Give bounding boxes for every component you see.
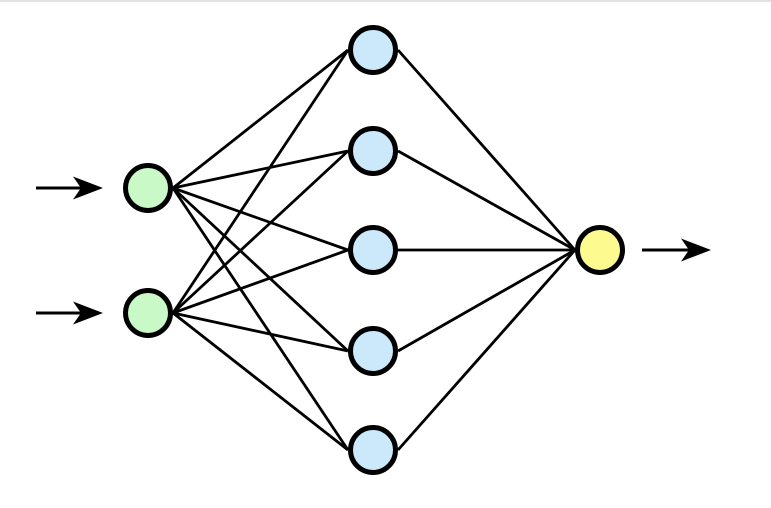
input-arrow-2 bbox=[36, 301, 103, 325]
top-border bbox=[0, 0, 771, 2]
edge-in1-h1 bbox=[172, 48, 349, 190]
edge-h1-out1 bbox=[396, 49, 577, 251]
edge-h2-out1 bbox=[397, 149, 576, 252]
edge-in2-h3 bbox=[172, 248, 349, 315]
edge-in1-h3 bbox=[172, 186, 349, 252]
hidden-node-3 bbox=[348, 225, 398, 275]
edge-h5-out1 bbox=[396, 249, 577, 451]
edge-in1-h2 bbox=[172, 149, 349, 190]
edge-in2-h1 bbox=[171, 49, 350, 314]
output-node-1 bbox=[575, 225, 625, 275]
input-arrow-1 bbox=[36, 176, 103, 200]
edge-in1-h4 bbox=[172, 186, 349, 353]
edges-layer bbox=[171, 48, 577, 452]
hidden-node-4 bbox=[348, 326, 398, 376]
edge-in1-h5 bbox=[171, 187, 350, 451]
edge-in2-h4 bbox=[172, 311, 349, 353]
hidden-node-2 bbox=[348, 126, 398, 176]
edge-in2-h2 bbox=[172, 149, 349, 315]
output-arrow bbox=[642, 238, 711, 262]
input-node-1 bbox=[123, 163, 173, 213]
input-arrow-1-head bbox=[73, 176, 103, 200]
arrows-layer bbox=[36, 176, 711, 325]
edge-h4-out1 bbox=[397, 248, 576, 353]
input-arrow-2-head bbox=[73, 301, 103, 325]
input-node-2 bbox=[123, 288, 173, 338]
hidden-node-5 bbox=[348, 425, 398, 475]
nodes-layer bbox=[123, 25, 625, 475]
output-arrow-head bbox=[681, 238, 711, 262]
edge-in2-h5 bbox=[172, 311, 349, 452]
hidden-node-1 bbox=[348, 25, 398, 75]
